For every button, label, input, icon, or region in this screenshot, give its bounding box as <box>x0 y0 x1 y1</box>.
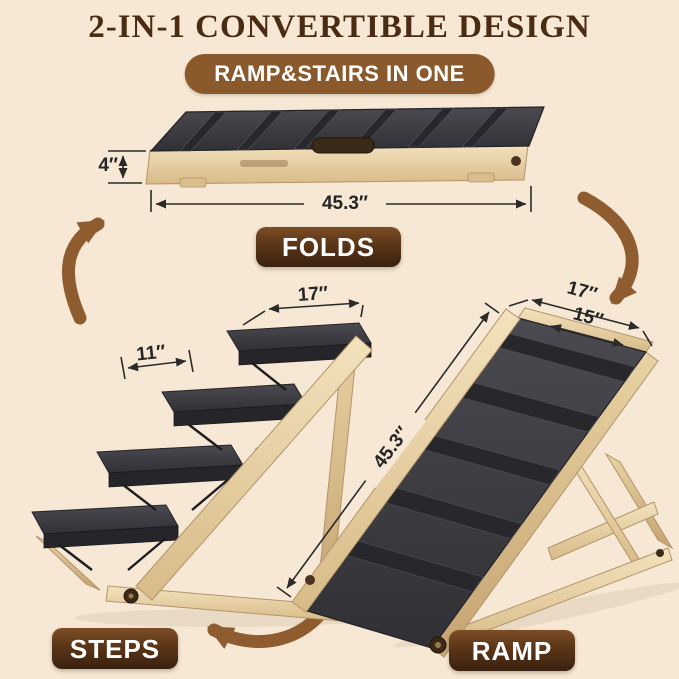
curved-arrow-up-icon <box>62 217 105 325</box>
subtitle-badge: RAMP&STAIRS IN ONE <box>184 54 495 94</box>
steps-label-pill: STEPS <box>52 628 178 669</box>
folds-label-pill: FOLDS <box>256 227 401 267</box>
steps-width-label: 17″ <box>297 282 329 307</box>
dimension-line <box>531 298 640 330</box>
stairs-depth-dimension <box>120 349 194 380</box>
extension-tick <box>120 356 126 380</box>
dimension-line <box>268 299 360 313</box>
carpet-slat <box>461 107 509 148</box>
extension-tick <box>276 586 292 598</box>
hinge-bolt <box>656 549 664 557</box>
extension-tick <box>642 330 653 347</box>
ramp-surface-width-dimension <box>550 324 624 347</box>
extension-tick <box>242 310 266 326</box>
rail-knob <box>305 575 315 585</box>
hinge-pin <box>128 593 134 599</box>
curved-arrow-left-icon <box>206 605 329 649</box>
folded-foot <box>179 177 207 188</box>
curved-arrow-down-icon <box>577 191 639 305</box>
hinge-bolt <box>511 156 521 166</box>
carpet-slat <box>407 107 455 148</box>
folded-length-label: 45.3″ <box>304 193 386 215</box>
ramp-crossbar <box>547 501 659 561</box>
carpet-slat <box>293 109 341 150</box>
extension-tick <box>188 349 194 373</box>
brand-mark <box>240 160 288 167</box>
dimension-line <box>127 357 187 372</box>
page-title: 2-IN-1 CONVERTIBLE DESIGN <box>88 9 591 45</box>
folded-height-label: 4″ <box>98 155 118 176</box>
carpet-slat <box>179 111 227 152</box>
ramp-label-pill: RAMP <box>449 630 575 671</box>
extension-tick <box>484 302 500 314</box>
steps-depth-label: 11″ <box>135 341 167 366</box>
ramp-width-dimension <box>508 298 653 347</box>
hinge-pin <box>435 642 441 648</box>
extension-tick <box>360 304 364 318</box>
folded-product-illustration <box>145 106 545 188</box>
folded-height-dimension <box>108 150 146 184</box>
dimension-line <box>550 324 624 347</box>
folded-foot <box>467 172 495 183</box>
carpet-slat <box>236 110 284 151</box>
carry-handle <box>311 137 375 154</box>
extension-tick <box>508 299 529 307</box>
